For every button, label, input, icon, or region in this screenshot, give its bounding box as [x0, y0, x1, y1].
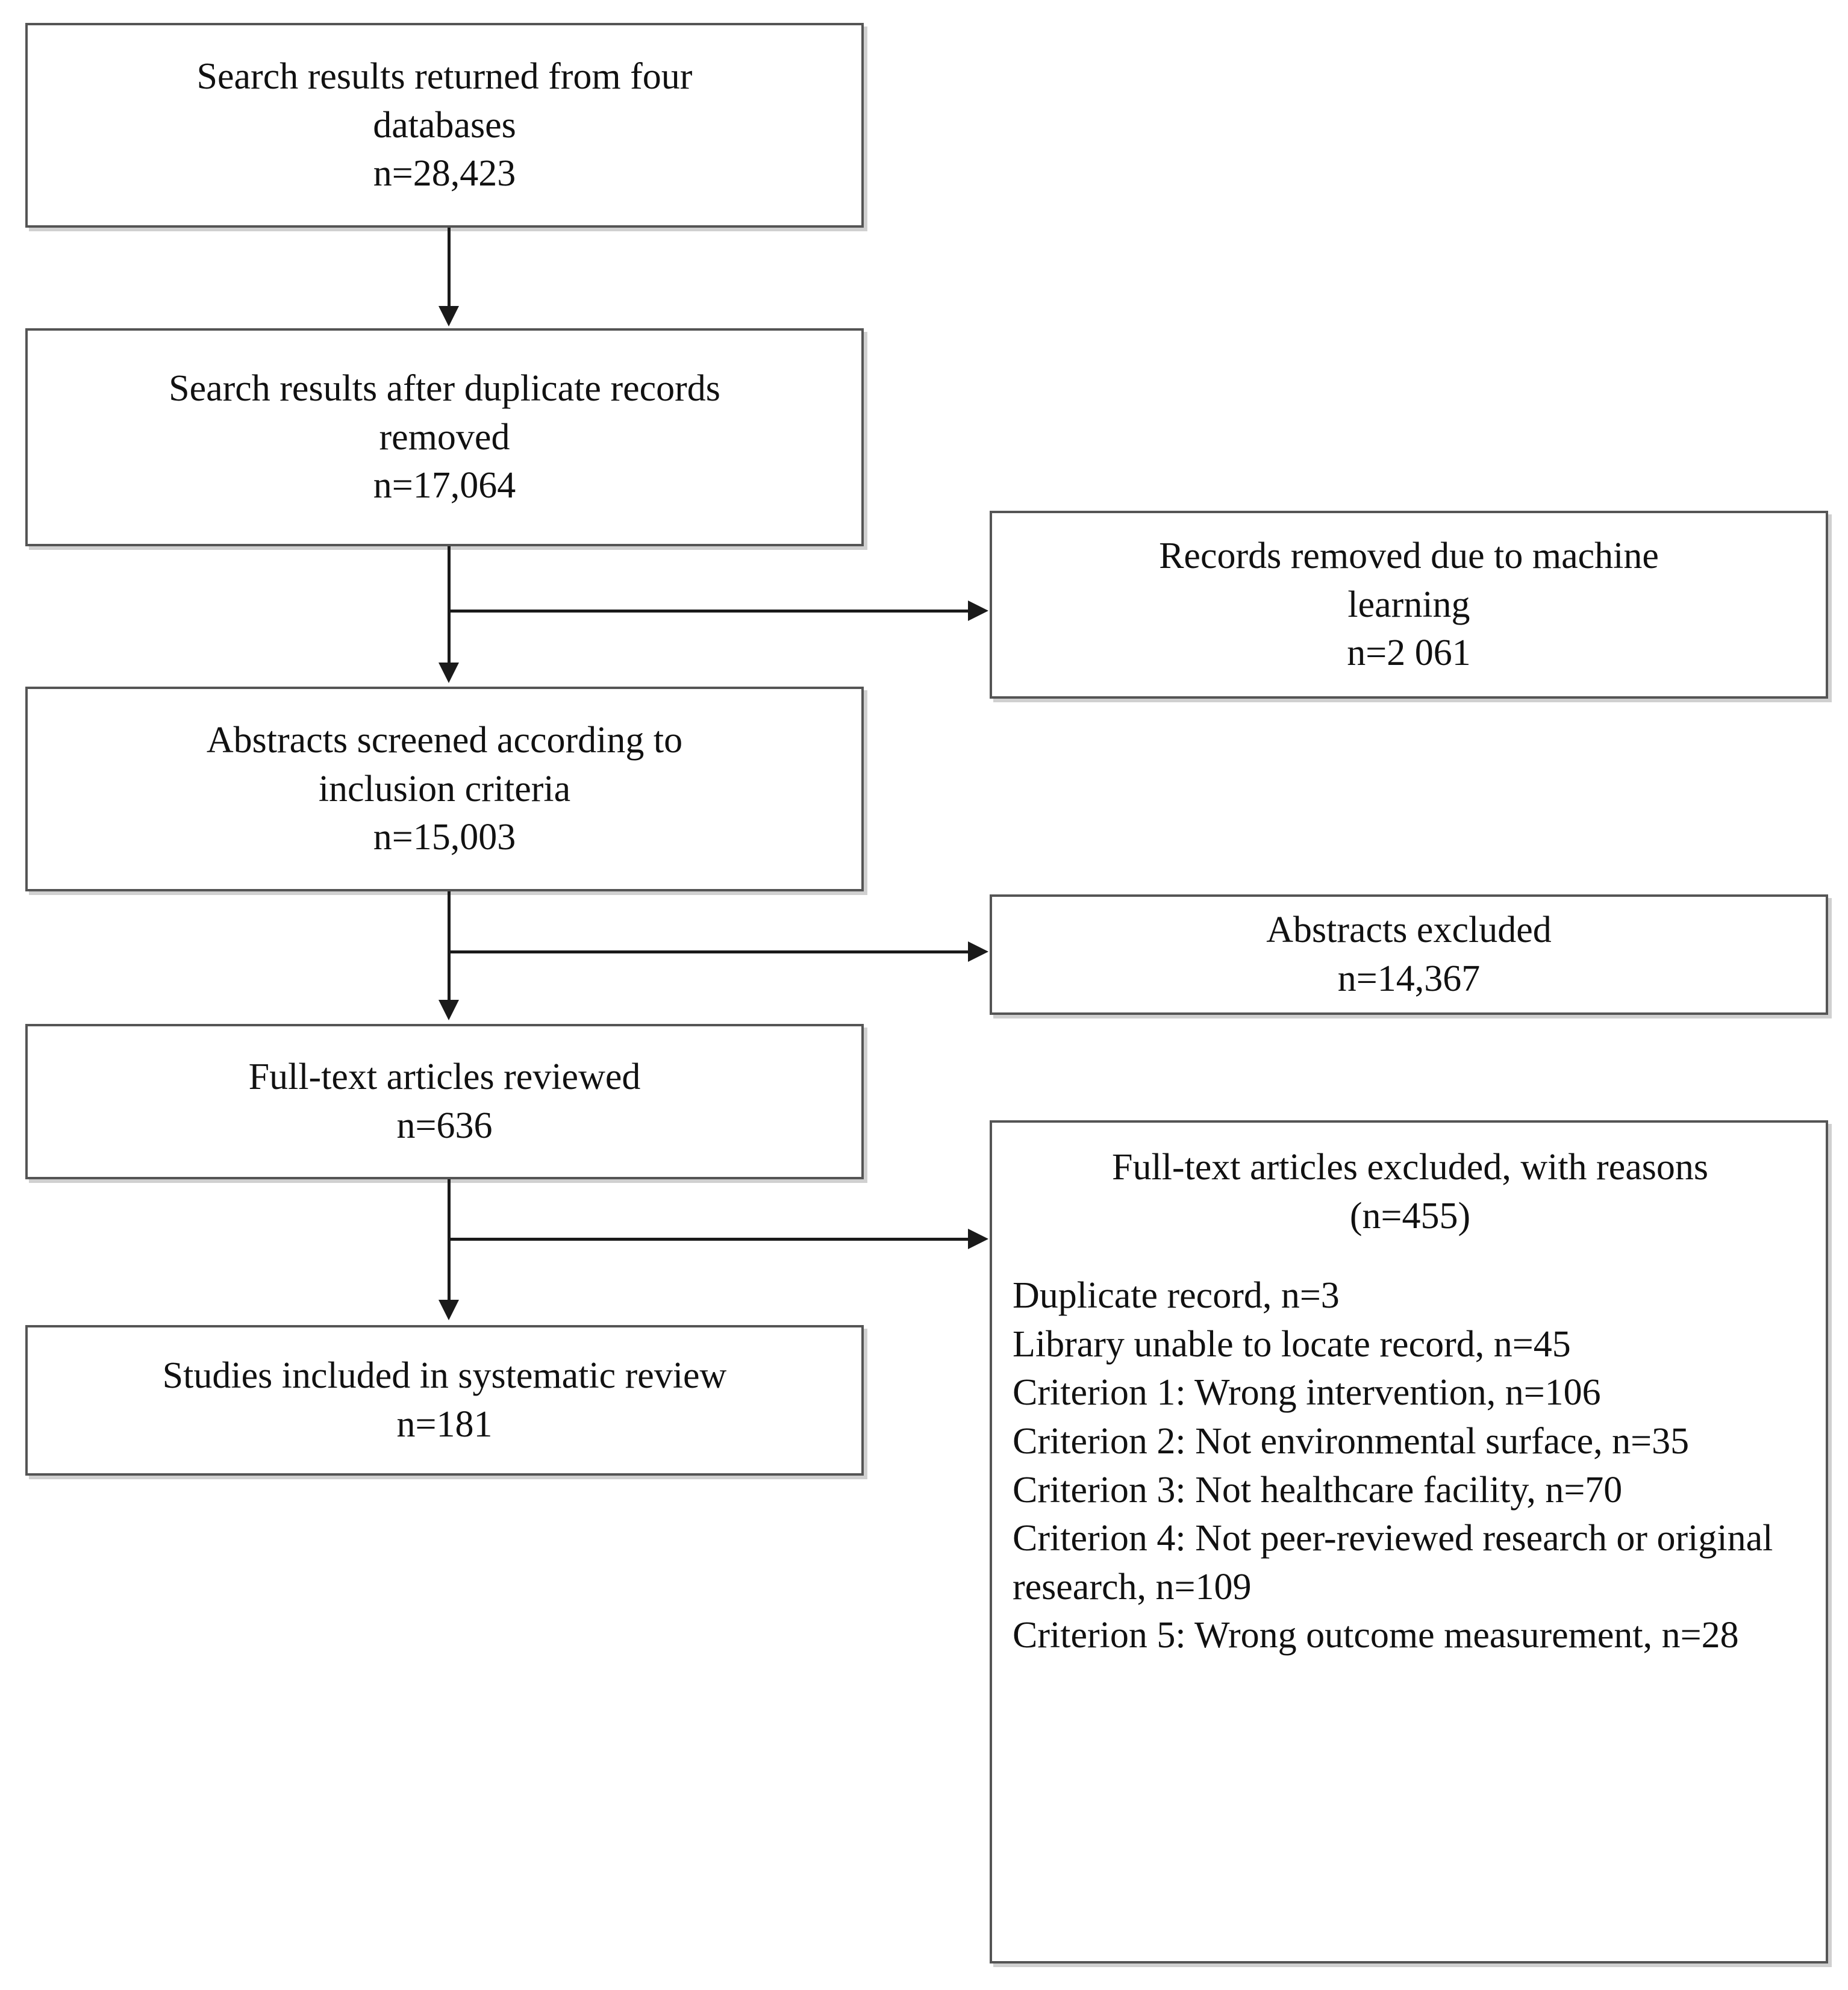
box-after-duplicates-removed: Search results after duplicate records r… [25, 328, 864, 546]
connector-branch-abstracts-excluded [448, 950, 969, 953]
exclusion-reason: Criterion 5: Wrong outcome measurement, … [1013, 1615, 1739, 1656]
arrow-right-abstracts-excluded [968, 941, 988, 962]
box-full-text-reviewed: Full-text articles reviewed n=636 [25, 1024, 864, 1179]
box-records-removed-machine-learning: Records removed due to machine learning … [990, 511, 1828, 699]
box-count: n=14,367 [1337, 958, 1481, 999]
excluded-header-count: (n=455) [1349, 1195, 1471, 1237]
box-line: Abstracts excluded [1266, 909, 1552, 951]
arrow-right-machine-learning [968, 600, 988, 621]
arrow-down-3-4 [439, 1000, 459, 1020]
excluded-header-line: Full-text articles excluded, with reason… [1111, 1147, 1708, 1188]
box-line: removed [379, 416, 510, 458]
box-line: Full-text articles reviewed [248, 1056, 641, 1098]
connector-line-3-4 [448, 891, 451, 1006]
arrow-down-2-3 [439, 663, 459, 683]
box-abstracts-excluded: Abstracts excluded n=14,367 [990, 894, 1828, 1015]
box-line: Studies included in systematic review [162, 1355, 727, 1397]
box-search-results-returned: Search results returned from four databa… [25, 23, 864, 228]
exclusion-reason: Criterion 2: Not environmental surface, … [1013, 1420, 1690, 1462]
exclusion-reason: Criterion 1: Wrong intervention, n=106 [1013, 1372, 1601, 1414]
box-count: n=17,064 [373, 465, 516, 507]
exclusion-reason: Duplicate record, n=3 [1013, 1275, 1340, 1317]
connector-line-4-5 [448, 1179, 451, 1306]
connector-line-2-3 [448, 546, 451, 667]
box-full-text-excluded-with-reasons: Full-text articles excluded, with reason… [990, 1120, 1828, 1963]
arrow-down-4-5 [439, 1300, 459, 1320]
box-line: Records removed due to machine [1159, 535, 1659, 577]
exclusion-reason: Criterion 3: Not healthcare facility, n=… [1013, 1469, 1623, 1511]
box-abstracts-screened: Abstracts screened according to inclusio… [25, 687, 864, 891]
arrow-right-full-text-excluded [968, 1229, 988, 1249]
box-count: n=28,423 [373, 153, 516, 195]
arrow-down-1-2 [439, 306, 459, 326]
box-count: n=636 [396, 1105, 493, 1146]
exclusion-reason: Criterion 4: Not peer-reviewed research … [1013, 1518, 1773, 1608]
connector-line-1-2 [448, 228, 451, 309]
box-line: Search results returned from four [196, 56, 693, 98]
box-line: databases [373, 104, 516, 146]
box-line: Abstracts screened according to [206, 720, 683, 761]
box-count: n=2 061 [1347, 632, 1471, 674]
box-count: n=181 [396, 1404, 493, 1445]
connector-branch-machine-learning [448, 610, 969, 613]
box-studies-included: Studies included in systematic review n=… [25, 1325, 864, 1476]
box-count: n=15,003 [373, 817, 516, 858]
box-line: learning [1347, 584, 1470, 625]
exclusion-reason: Library unable to locate record, n=45 [1013, 1323, 1571, 1365]
box-line: Search results after duplicate records [169, 368, 720, 410]
box-line: inclusion criteria [318, 768, 571, 809]
connector-branch-full-text-excluded [448, 1238, 969, 1241]
